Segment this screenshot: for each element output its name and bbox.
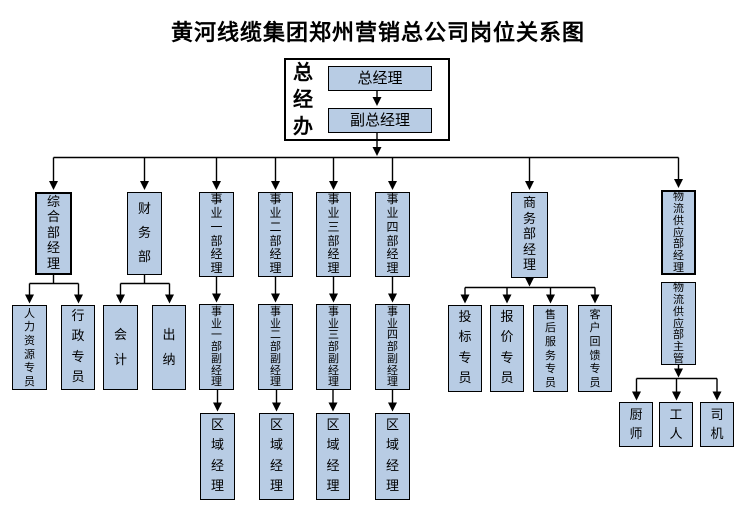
node-aftersales-service-specialist: 售后服务专员 [533, 305, 568, 392]
node-business-div4-manager: 事业四部经理 [375, 192, 410, 277]
node-business-div1-deputy: 事业一部副经理 [199, 304, 234, 390]
node-bidding-specialist: 投标专员 [448, 305, 482, 392]
node-customer-feedback-specialist: 客户回馈专员 [578, 305, 612, 392]
general-office-groupbox [284, 58, 450, 141]
node-commerce-dept-manager: 商务部经理 [511, 192, 548, 278]
node-driver: 司机 [700, 402, 734, 447]
node-admin-specialist: 行政专员 [61, 305, 95, 390]
node-general-affairs-dept-manager: 综合部经理 [35, 192, 72, 275]
node-finance-dept: 财务部 [127, 192, 162, 275]
connector-commerce-split [460, 277, 600, 304]
node-general-manager: 总经理 [328, 66, 432, 91]
node-business-div3-manager: 事业三部经理 [316, 192, 351, 277]
connector-finance-split [116, 275, 174, 304]
page-title: 黄河线缆集团郑州营销总公司岗位关系图 [170, 21, 585, 46]
node-deputy-general-manager: 副总经理 [328, 108, 432, 133]
node-regional-manager-3: 区域经理 [316, 413, 350, 500]
node-business-div2-deputy: 事业二部副经理 [258, 304, 293, 390]
node-business-div1-manager: 事业一部经理 [199, 192, 234, 277]
node-regional-manager-4: 区域经理 [375, 413, 410, 500]
node-accountant: 会计 [103, 305, 138, 390]
node-business-div3-deputy: 事业三部副经理 [316, 304, 351, 390]
connector-business-managers-to-deputies [212, 277, 397, 303]
node-business-div4-deputy: 事业四部副经理 [375, 304, 410, 390]
connector-deputies-to-regional-managers [213, 390, 397, 412]
node-chef: 厨师 [619, 402, 653, 447]
node-quotation-specialist: 报价专员 [490, 305, 524, 392]
node-regional-manager-1: 区域经理 [200, 413, 235, 500]
node-hr-specialist: 人力资源专员 [12, 305, 47, 390]
node-regional-manager-2: 区域经理 [259, 413, 294, 500]
connector-main-distribution [49, 156, 683, 190]
connector-logistics-split [632, 365, 722, 401]
connector-general-affairs-split [25, 275, 83, 304]
node-worker: 工人 [659, 402, 693, 447]
node-cashier: 出纳 [152, 305, 186, 390]
node-logistics-supply-dept-manager: 物流供应部经理 [661, 190, 696, 275]
node-logistics-supply-supervisor: 物流供应部主管 [661, 282, 696, 365]
node-business-div2-manager: 事业二部经理 [258, 192, 293, 277]
general-office-label: 总经办 [293, 60, 313, 138]
